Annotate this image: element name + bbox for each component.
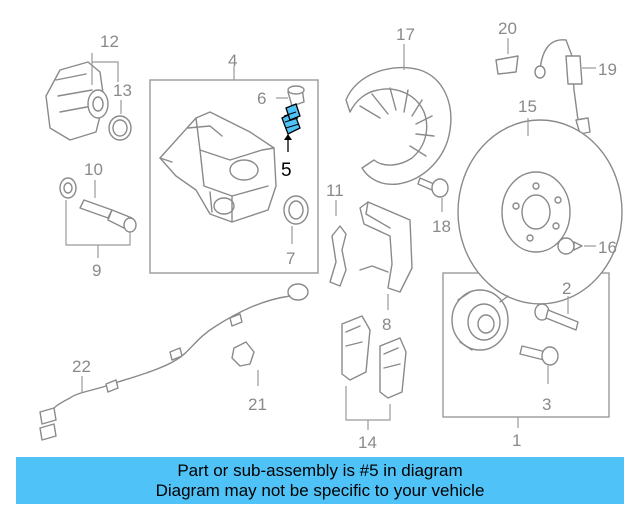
brake-rotor-part[interactable] bbox=[457, 119, 623, 305]
axle-bolt-part[interactable] bbox=[519, 345, 559, 366]
callout-13[interactable]: 13 bbox=[113, 81, 132, 100]
banner-line-1: Part or sub-assembly is #5 in diagram bbox=[177, 460, 463, 480]
callout-17[interactable]: 17 bbox=[396, 25, 415, 44]
brake-hose-part[interactable] bbox=[534, 39, 591, 135]
sensor-bracket-part[interactable] bbox=[231, 341, 255, 367]
callout-16[interactable]: 16 bbox=[598, 238, 617, 257]
abs-sensor-harness-part[interactable] bbox=[39, 283, 309, 441]
caliper-carrier-part[interactable] bbox=[359, 201, 413, 293]
callout-21[interactable]: 21 bbox=[248, 395, 267, 414]
guide-pin-part[interactable] bbox=[79, 199, 137, 233]
callout-15[interactable]: 15 bbox=[518, 97, 537, 116]
callout-14[interactable]: 14 bbox=[358, 433, 377, 452]
hub-bolt-part[interactable] bbox=[534, 303, 579, 331]
callout-20[interactable]: 20 bbox=[498, 19, 517, 38]
callout-5[interactable]: 5 bbox=[281, 160, 292, 181]
info-banner: Part or sub-assembly is #5 in diagram Di… bbox=[16, 457, 624, 504]
callout-4[interactable]: 4 bbox=[228, 51, 237, 70]
callout-11[interactable]: 11 bbox=[326, 181, 344, 200]
guide-pin-boot-part[interactable] bbox=[59, 177, 77, 199]
callout-7[interactable]: 7 bbox=[286, 249, 295, 268]
callout-1[interactable]: 1 bbox=[512, 431, 521, 450]
callout-18[interactable]: 18 bbox=[432, 217, 451, 236]
banner-line-2: Diagram may not be specific to your vehi… bbox=[155, 480, 485, 500]
callout-19[interactable]: 19 bbox=[598, 60, 617, 79]
callout-9[interactable]: 9 bbox=[92, 261, 101, 280]
bleeder-cap-part[interactable] bbox=[287, 85, 305, 107]
caliper-part[interactable] bbox=[159, 111, 277, 223]
callout-10[interactable]: 10 bbox=[84, 160, 103, 179]
callout-12[interactable]: 12 bbox=[100, 32, 119, 51]
callout-6[interactable]: 6 bbox=[257, 89, 266, 108]
dust-shield-part[interactable] bbox=[345, 66, 452, 185]
callout-3[interactable]: 3 bbox=[542, 395, 551, 414]
parts-diagram: 4 1 12 13 10 9 7 bbox=[39, 19, 623, 452]
wheel-hub-part[interactable] bbox=[451, 289, 509, 351]
callout-8[interactable]: 8 bbox=[382, 315, 391, 334]
brake-motor-part[interactable] bbox=[45, 61, 109, 141]
brake-pads-part[interactable] bbox=[341, 315, 407, 399]
callout-2[interactable]: 2 bbox=[562, 279, 571, 298]
seal-part[interactable] bbox=[283, 195, 309, 225]
anti-rattle-spring-part[interactable] bbox=[329, 225, 347, 287]
shield-bolt-part[interactable] bbox=[417, 177, 449, 198]
callout-22[interactable]: 22 bbox=[72, 357, 91, 376]
hose-clip-part[interactable] bbox=[495, 55, 519, 75]
rotor-screw-part[interactable] bbox=[557, 237, 583, 255]
bleeder-screw-part-highlighted[interactable] bbox=[281, 103, 301, 135]
